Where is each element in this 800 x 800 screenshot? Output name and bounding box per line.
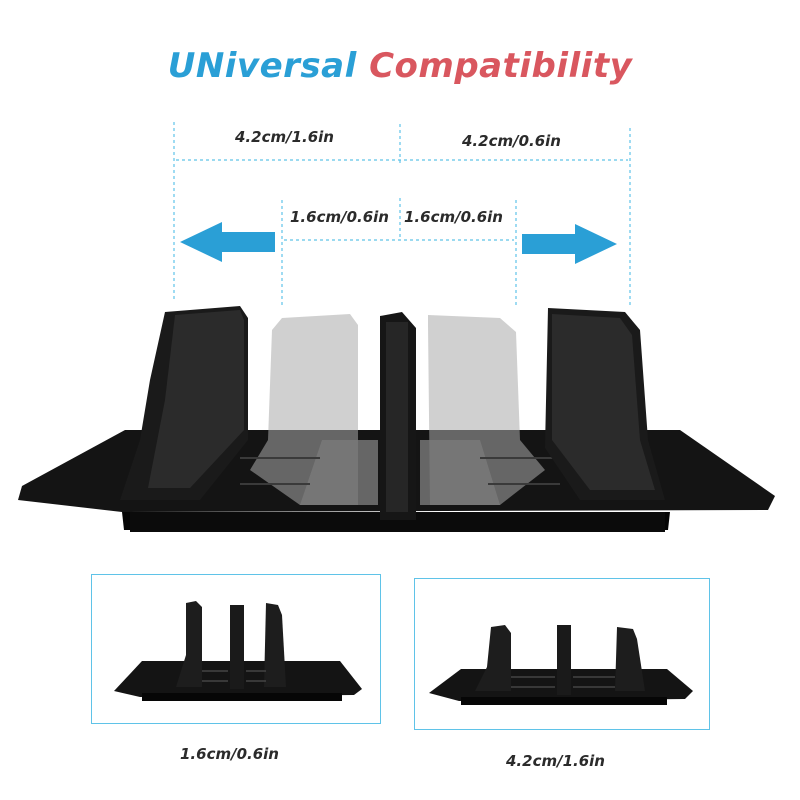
panel-narrow	[91, 574, 381, 724]
stand-wide-image	[429, 625, 693, 705]
dimension-inner-right: 1.6cm/0.6in	[404, 208, 503, 226]
page-title: UNiversal Compatibility	[0, 46, 800, 86]
stand-narrow-image	[114, 601, 362, 701]
arrow-left-icon	[180, 222, 275, 262]
panel-wide	[414, 578, 710, 730]
title-word-universal: UNiversal	[167, 46, 357, 86]
arrow-right-icon	[522, 224, 617, 264]
stand-product	[18, 306, 775, 532]
title-word-compatibility: Compatibility	[369, 46, 633, 86]
panel-wide-caption: 4.2cm/1.6in	[506, 752, 605, 770]
dimension-outer-right: 4.2cm/0.6in	[462, 132, 561, 150]
dimension-outer-left: 4.2cm/1.6in	[235, 128, 334, 146]
dimension-guides	[173, 122, 631, 305]
hero-illustration	[18, 122, 775, 532]
dimension-inner-left: 1.6cm/0.6in	[290, 208, 389, 226]
panel-narrow-caption: 1.6cm/0.6in	[180, 745, 279, 763]
